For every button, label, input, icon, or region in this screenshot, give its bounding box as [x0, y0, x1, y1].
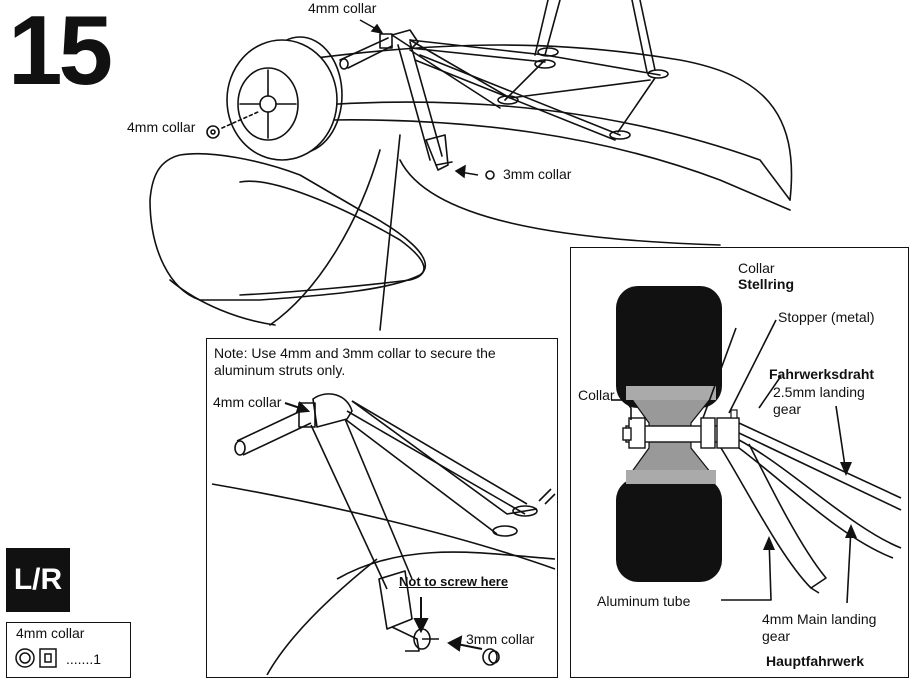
main-gear-label-1: 4mm Main landing [762, 611, 877, 627]
collar-icon [15, 648, 57, 668]
note-text: Note: Use 4mm and 3mm collar to secure t… [214, 345, 496, 378]
wire-label-de: Fahrwerksdraht [769, 366, 875, 382]
parts-name: 4mm collar [16, 625, 85, 641]
main-gear-label-de: Hauptfahrwerk [766, 653, 865, 669]
wire-label-en-1: 2.5mm landing [773, 384, 865, 400]
collar-label-en: Collar [738, 260, 775, 276]
parts-box [6, 622, 131, 678]
aluminum-tube-label: Aluminum tube [597, 593, 691, 609]
step-number: 15 [8, 0, 113, 105]
note-detail-illustration [211, 393, 556, 675]
collar-label-de: Stellring [738, 276, 795, 292]
detail-panel [570, 247, 909, 678]
collar-3mm-label: 3mm collar [503, 166, 572, 182]
note-collar-4mm-label: 4mm collar [213, 394, 282, 410]
left-right-badge: L/R [6, 548, 70, 612]
collar-top-label: 4mm collar [308, 0, 377, 16]
wheel-detail-illustration [611, 286, 902, 604]
stopper-label: Stopper (metal) [778, 309, 875, 325]
collar-left-detail-label: Collar [578, 387, 615, 403]
note-panel [206, 338, 558, 678]
parts-qty: .......1 [66, 651, 102, 667]
note-collar-3mm-label: 3mm collar [466, 631, 535, 647]
not-to-screw-label: Not to screw here [399, 574, 509, 589]
wire-label-en-2: gear [773, 401, 802, 417]
main-gear-label-2: gear [762, 628, 791, 644]
collar-left-label: 4mm collar [127, 119, 196, 135]
